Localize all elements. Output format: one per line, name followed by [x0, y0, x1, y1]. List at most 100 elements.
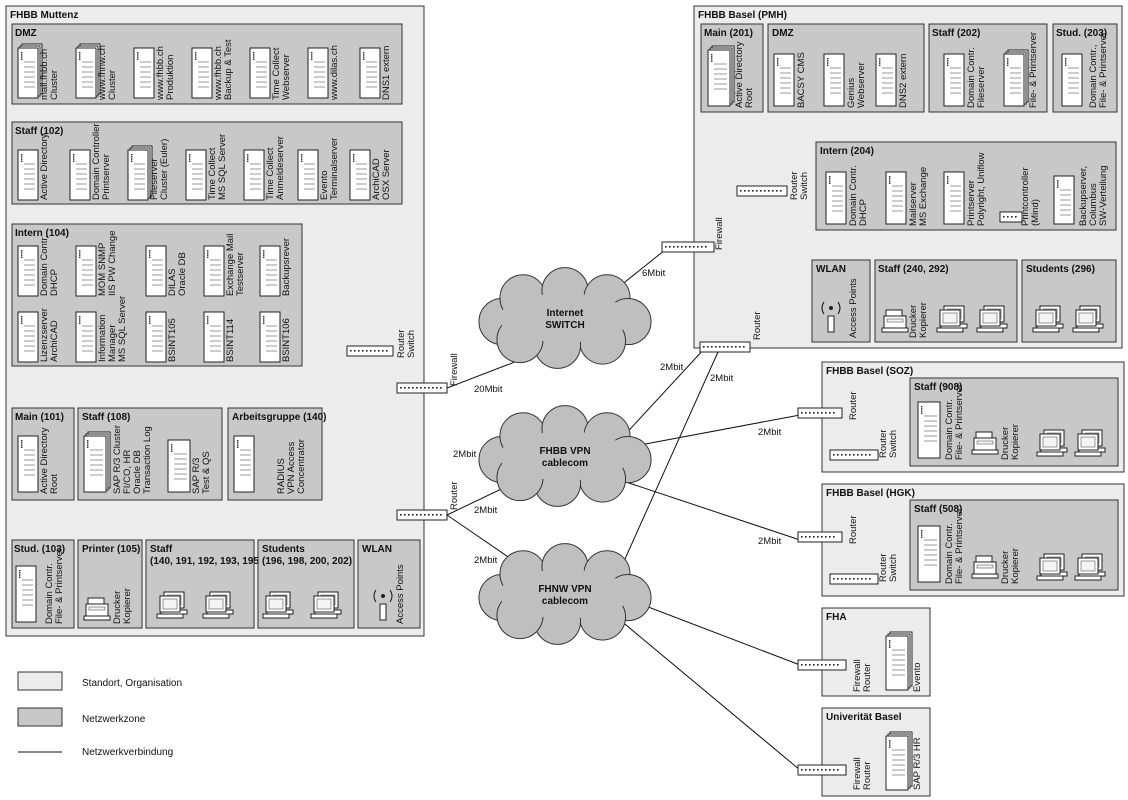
muttenz-intern-bottom-server-0-label-line-0: Lizenzserver: [39, 308, 50, 362]
pmh-dmz-server-1-label-line-0: Genius: [846, 78, 857, 108]
hgk-content-router-switch-box: [829, 573, 879, 585]
muttenz-staff102-server-5-label-line-1: Terminalserver: [329, 138, 340, 200]
muttenz-students196-pcs: [262, 591, 342, 619]
hgk-content-router-label-line-0: Router: [848, 515, 859, 544]
muttenz-intern-top-server-0-label-line-1: DHCP: [49, 269, 60, 296]
pmh-staff240-pc-1-front: [976, 309, 1004, 333]
muttenz-dmz-server-3-label-line-0: www.fhbb.ch: [213, 46, 224, 101]
muttenz-intern-top-server-3-label-line-1: Testserver: [235, 252, 246, 296]
zone-hgk-staff-title: Staff (508): [914, 504, 962, 515]
muttenz-firewall-label-line-0: Firewall: [449, 353, 460, 386]
muttenz-dmz-server-6-label-line-0: DNS1 extern: [381, 46, 392, 100]
soz-content-server-label-line-0: Domain Contr.: [944, 399, 955, 460]
hgk-content-printer: [971, 555, 999, 579]
muttenz-dmz-server-1-label-line-1: Cluster: [107, 70, 118, 100]
muttenz-stud103-server-label-line-1: File- & Printserver: [54, 548, 65, 624]
muttenz-dmz-server-0-label-line-0: mail.fhbb.ch: [39, 49, 50, 100]
cloud-fhbb-vpn-label-0: FHBB VPN: [539, 446, 590, 457]
pmh-intern204-server-3-label-line-0: Printcontroller: [1020, 167, 1031, 226]
soz-content-router-switch-label-line-1: Switch: [888, 430, 899, 458]
cloud-fhnw-vpn-label-1: cablecom: [542, 596, 588, 607]
pmh-staff240-pc-0-front: [936, 309, 964, 333]
zone-muttenz-wlan: [357, 539, 421, 629]
pmh-dmz-server-2-label-line-0: DNS2 extern: [898, 54, 909, 108]
muttenz-router: Router: [396, 481, 460, 521]
muttenz-intern-top-server-4-label-line-0: Backupsrever: [281, 238, 292, 296]
cloud-internet-switch-label-0: Internet: [547, 308, 584, 319]
muttenz-staff108-server-0-label-line-3: Transaction Log: [142, 426, 153, 494]
zone-pmh-staff202-title: Staff (202): [932, 28, 980, 39]
muttenz-students196-pc-1: [310, 591, 342, 619]
muttenz-dmz-server-4-label-line-1: Webserver: [281, 54, 292, 100]
muttenz-printer105-label-line-1: Kopierer: [122, 588, 133, 624]
pmh-router-label-line-0: Router: [752, 311, 763, 340]
muttenz-staff108-server-1-label-line-1: Test & QS: [201, 451, 212, 494]
muttenz-dmz-server-1-label-line-0: www.fhnw.ch: [97, 45, 108, 101]
muttenz-router-box: [396, 509, 448, 521]
link-label-6mbit: 6Mbit: [642, 268, 666, 279]
pmh-main201-server-box: [707, 45, 735, 107]
legend-zone-swatch: [17, 707, 63, 727]
muttenz-arbeitsgruppe-server-label-line-1: VPN Access: [286, 441, 297, 494]
fha-firewall-router-box: [797, 659, 847, 671]
muttenz-staff102-server-5-label-line-0: Evento: [319, 170, 330, 200]
site-basel-soz-title: FHBB Basel (SOZ): [826, 366, 913, 377]
soz-content-pc-0-front: [1036, 433, 1064, 457]
muttenz-staff108-server-0-label-line-0: SAP R/3 Cluster: [112, 425, 123, 494]
muttenz-dmz-server-6: [359, 47, 381, 99]
muttenz-staff102-server-4-label-line-0: Time Collect: [265, 147, 276, 200]
unibasel-server-label-line-0: SAP R/3 HR: [912, 737, 923, 790]
hgk-content-pc-0: [1036, 553, 1068, 581]
link-label-2mbit-d: 2Mbit: [660, 362, 684, 373]
pmh-staff240-label-line-1: Kopierer: [918, 302, 929, 338]
soz-content-router-box: [797, 407, 843, 419]
soz-content-server-label-line-1: File- & Printserver: [954, 384, 965, 460]
pmh-stud203-server-box: [1061, 53, 1083, 107]
muttenz-staff140-pc-1: [202, 591, 234, 619]
pmh-intern204-server-2: [943, 171, 965, 225]
site-muttenz-title: FHBB Muttenz: [10, 10, 78, 21]
cloud-internet-switch-label-1: SWITCH: [545, 320, 584, 331]
muttenz-staff102-server-0-label-line-0: Active Directory: [39, 133, 50, 200]
muttenz-intern-bottom-server-1: [75, 311, 97, 363]
soz-content-pc-1: [1074, 429, 1106, 457]
soz-content-server: [917, 401, 941, 459]
pmh-intern204-server-0-label-line-0: Domain Contr.: [848, 165, 859, 226]
muttenz-intern-bottom-server-2: [145, 311, 167, 363]
muttenz-intern-bottom-server-3-label-line-0: BSINT114: [225, 319, 236, 362]
muttenz-staff102-server-6: [349, 149, 371, 201]
muttenz-dmz-server-3: [191, 47, 213, 99]
zone-pmh-students296-title: Students (296): [1026, 264, 1095, 275]
pmh-wlan-antenna: [821, 301, 841, 333]
muttenz-wlan-label-line-0: Access Points: [395, 564, 406, 624]
muttenz-staff140-pc-1-front: [202, 595, 230, 619]
pmh-router-switch-box: [736, 185, 788, 197]
pmh-staff202-server-0-label-line-0: Domain Contr.: [966, 47, 977, 108]
pmh-wlan-access-points: Access Points: [821, 278, 859, 338]
muttenz-stud103-server-box: [15, 565, 37, 623]
pmh-intern204-server-3-label-line-1: (Mind): [1030, 199, 1041, 226]
pmh-router-box: [699, 341, 751, 353]
muttenz-firewall: Firewall: [396, 353, 460, 394]
fha-firewall-router-label-line-0: Firewall: [852, 659, 863, 692]
link-label-20mbit: 20Mbit: [474, 384, 503, 395]
muttenz-staff102-server-6-label-line-0: ArchiCAD: [371, 158, 382, 200]
zone-muttenz-main101-title: Main (101): [15, 412, 64, 423]
muttenz-staff140-pc-0-front: [156, 595, 184, 619]
unibasel-firewall-router-label-line-1: Router: [862, 761, 873, 790]
muttenz-staff102-server-6-label-line-1: OSX Server: [381, 149, 392, 200]
muttenz-staff102-server-2-label-line-0: Fileserver: [149, 158, 160, 200]
muttenz-intern-top-server-1: [75, 245, 97, 297]
pmh-router-switch-label-line-1: Switch: [799, 172, 810, 200]
muttenz-intern-bottom-server-1-label-line-2: MS SQL Server: [117, 296, 128, 362]
zone-muttenz-students196-subtitle: (196, 198, 200, 202): [262, 556, 352, 567]
pmh-stud203-server-label-line-1: File- & Printserver: [1098, 32, 1109, 108]
zone-muttenz-staff108-title: Staff (108): [82, 412, 130, 423]
muttenz-students196-pc-0-front: [262, 595, 290, 619]
